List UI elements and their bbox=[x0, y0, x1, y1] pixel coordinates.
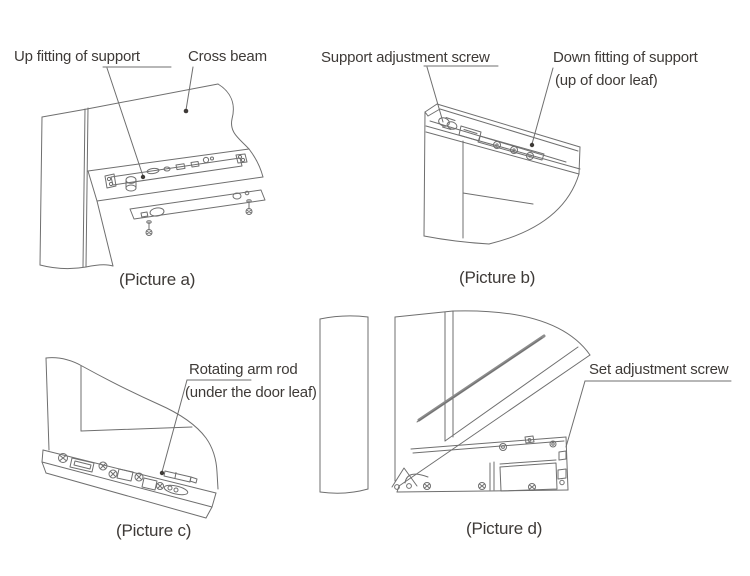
rail-fittings bbox=[58, 453, 164, 491]
label-down-fitting-line1: Down fitting of support bbox=[553, 49, 698, 66]
frame-post-d bbox=[319, 315, 369, 494]
caption-picture-b: (Picture b) bbox=[459, 268, 536, 287]
label-set-adjustment-screw: Set adjustment screw bbox=[589, 361, 729, 378]
label-down-fitting-line2: (up of door leaf) bbox=[555, 72, 658, 89]
up-fitting-plate bbox=[104, 153, 248, 192]
leader-cross-beam bbox=[183, 66, 194, 114]
label-cross-beam: Cross beam bbox=[188, 48, 267, 65]
door-unit-post bbox=[394, 310, 454, 482]
picture-d-drawing bbox=[319, 310, 732, 494]
frame-post-a bbox=[39, 107, 114, 270]
label-rotating-arm-line1: Rotating arm rod bbox=[189, 361, 298, 378]
picture-b-drawing bbox=[423, 65, 581, 245]
floor-spring-box bbox=[396, 435, 569, 493]
caption-picture-d: (Picture d) bbox=[466, 519, 543, 538]
label-support-adjustment-screw: Support adjustment screw bbox=[321, 49, 490, 66]
open-door-leaf bbox=[391, 310, 591, 490]
caption-picture-c: (Picture c) bbox=[116, 521, 192, 540]
picture-a-drawing bbox=[39, 66, 266, 270]
cross-beam-shape bbox=[86, 83, 264, 267]
mounting-screws-a bbox=[145, 199, 253, 236]
door-leaf-bottom bbox=[45, 357, 219, 490]
label-up-fitting: Up fitting of support bbox=[14, 48, 140, 65]
bottom-rail bbox=[41, 449, 217, 519]
label-rotating-arm-line2: (under the door leaf) bbox=[185, 384, 317, 401]
rotating-arm-rod-part bbox=[163, 470, 198, 496]
leader-down-fitting bbox=[529, 67, 554, 148]
leader-set-screw bbox=[565, 380, 732, 448]
caption-picture-a: (Picture a) bbox=[119, 270, 196, 289]
leader-up-fitting bbox=[102, 66, 172, 180]
cover-plate bbox=[129, 189, 266, 220]
support-mechanism bbox=[438, 117, 545, 161]
leader-rotating-arm bbox=[159, 379, 252, 476]
picture-c-drawing bbox=[41, 357, 252, 519]
leader-support-screw bbox=[423, 65, 499, 123]
